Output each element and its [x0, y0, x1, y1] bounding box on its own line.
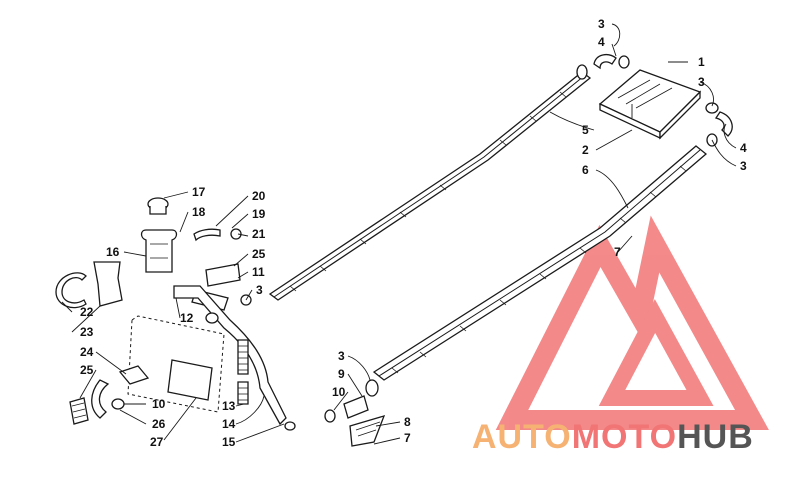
elbow-hose-4-upper	[576, 53, 630, 80]
watermark-brand-text: AUTOMOTOHUB	[472, 418, 754, 456]
callout-1: 1	[698, 55, 705, 69]
callout-5: 5	[582, 123, 589, 137]
bracket-23	[93, 261, 123, 307]
callout-10: 10	[152, 397, 166, 411]
tunnel-cooler-5	[268, 71, 592, 301]
watermark-auto: AUTO	[472, 418, 572, 456]
tunnel-cooler-6	[372, 145, 708, 381]
callout-3: 3	[256, 283, 263, 297]
callout-15: 15	[222, 435, 236, 449]
watermark-moto: MOTO	[572, 418, 677, 456]
callout-19: 19	[252, 207, 266, 221]
callout-6: 6	[582, 163, 589, 177]
callout-3: 3	[698, 75, 705, 89]
callout-3: 3	[740, 159, 747, 173]
callout-26: 26	[152, 417, 166, 431]
callout-9: 9	[338, 367, 345, 381]
callout-25: 25	[252, 247, 266, 261]
callout-7: 7	[614, 245, 621, 259]
leader-lines	[61, 23, 737, 445]
spring-hoses-13-14	[237, 339, 249, 405]
callout-2: 2	[582, 143, 589, 157]
callout-22: 22	[80, 305, 94, 319]
callout-18: 18	[192, 205, 206, 219]
callout-3: 3	[598, 17, 605, 31]
callout-23: 23	[80, 325, 94, 339]
elbow-hose-4-lower	[705, 102, 733, 147]
callout-3: 3	[338, 349, 345, 363]
callout-12: 12	[180, 311, 194, 325]
callout-4: 4	[740, 141, 747, 155]
callout-7: 7	[404, 431, 411, 445]
coolant-bottle-16	[140, 197, 178, 273]
svg-text:AUTOMOTOHUB: AUTOMOTOHUB	[472, 418, 754, 456]
callout-13: 13	[222, 399, 236, 413]
watermark-logo	[495, 215, 769, 430]
main-hose-12	[173, 285, 296, 431]
lower-fittings	[324, 379, 386, 447]
callout-16: 16	[106, 245, 120, 259]
callout-25: 25	[80, 363, 94, 377]
callout-11: 11	[252, 265, 265, 279]
strap-22	[55, 272, 87, 309]
callout-10: 10	[332, 385, 346, 399]
callout-20: 20	[252, 189, 266, 203]
callout-27: 27	[150, 435, 164, 449]
callout-4: 4	[598, 35, 605, 49]
watermark-hub: HUB	[677, 418, 754, 456]
callout-labels: 1 3 4 3 5 2 4 3 6 7 17 18 20 19 21 16 25…	[80, 17, 747, 449]
callout-24: 24	[80, 345, 94, 359]
callout-8: 8	[404, 415, 411, 429]
lower-left-hoses	[69, 365, 150, 425]
callout-21: 21	[252, 227, 266, 241]
callout-17: 17	[192, 185, 206, 199]
heat-exchanger-1	[598, 69, 702, 140]
callout-14: 14	[222, 417, 236, 431]
radiator-panel-27	[127, 315, 225, 413]
